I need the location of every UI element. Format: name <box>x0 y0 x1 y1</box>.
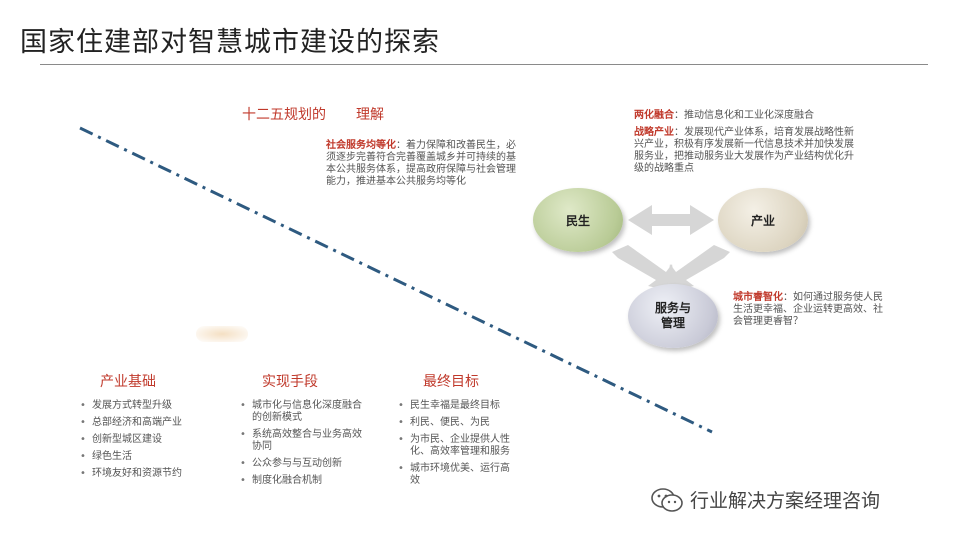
list-item: 民生幸福是最终目标 <box>398 400 516 412</box>
list-item: 城市化与信息化深度融合的创新模式 <box>240 400 370 424</box>
smart-city-head: 城市睿智化 <box>733 292 783 303</box>
wechat-icon <box>651 487 683 512</box>
page-title: 国家住建部对智慧城市建设的探索 <box>20 27 440 58</box>
column-title-industry-base: 产业基础 <box>100 374 156 390</box>
list-item: 系统高效整合与业务高效协同 <box>240 429 370 453</box>
circle-minsheng-label: 民生 <box>565 213 590 228</box>
list-item: 城市环境优美、运行高效 <box>398 463 516 487</box>
strategy-industry-body: ：发展现代产业体系，培育发展战略性新兴产业，积极有序发展新一代信息技术并加快发展… <box>634 127 854 174</box>
smart-city-body: ：如何通过服务使人民生活更幸福、企业运转更高效、社会管理更睿智？ <box>733 292 883 327</box>
social-service-body: ：着力保障和改善民生，必须逐步完善符合完善覆盖城乡并可持续的基本公共服务体系，提… <box>326 140 516 187</box>
list-item: 为市民、企业提供人性化、高效率管理和服务 <box>398 434 516 458</box>
list-item: 绿色生活 <box>80 451 230 463</box>
column-title-means: 实现手段 <box>262 374 318 390</box>
circle-service-management: 服务与 管理 <box>628 284 718 348</box>
social-service-text: 社会服务均等化：着力保障和改善民生，必须逐步完善符合完善覆盖城乡并可持续的基本公… <box>326 140 524 188</box>
strategy-industry-text: 战略产业：发展现代产业体系，培育发展战略性新兴产业，积极有序发展新一代信息技术并… <box>634 127 856 175</box>
watermark-text: 行业解决方案经理咨询 <box>690 490 881 512</box>
plan-title-right: 理解 <box>356 107 384 123</box>
list-item: 创新型城区建设 <box>80 434 230 446</box>
blur-smudge <box>196 326 248 342</box>
circle-chanye: 产业 <box>718 188 808 252</box>
list-item: 发展方式转型升级 <box>80 400 230 412</box>
list-item: 利民、便民、为民 <box>398 417 516 429</box>
plan-title: 十二五规划的 理解 <box>242 104 384 124</box>
list-item: 总部经济和高端产业 <box>80 417 230 429</box>
info-fusion-text: 两化融合：推动信息化和工业化深度融合 <box>634 110 864 122</box>
column-title-goal: 最终目标 <box>423 374 479 390</box>
goal-list: 民生幸福是最终目标 利民、便民、为民 为市民、企业提供人性化、高效率管理和服务 … <box>398 400 516 492</box>
arrow-minsheng-chanye <box>628 205 714 235</box>
strategy-industry-head: 战略产业 <box>634 127 674 138</box>
title-divider <box>40 64 928 65</box>
social-service-head: 社会服务均等化 <box>326 140 396 151</box>
list-item: 环境友好和资源节约 <box>80 468 230 480</box>
list-item: 公众参与与互动创新 <box>240 458 370 470</box>
info-fusion-body: ：推动信息化和工业化深度融合 <box>674 110 814 121</box>
circle-minsheng: 民生 <box>533 188 623 252</box>
smart-city-text: 城市睿智化：如何通过服务使人民生活更幸福、企业运转更高效、社会管理更睿智？ <box>733 292 883 328</box>
means-list: 城市化与信息化深度融合的创新模式 系统高效整合与业务高效协同 公众参与与互动创新… <box>240 400 370 492</box>
watermark: 行业解决方案经理咨询 <box>650 486 880 513</box>
plan-title-left: 十二五规划的 <box>242 107 326 123</box>
arrow-chanye-service <box>666 245 730 292</box>
info-fusion-head: 两化融合 <box>634 110 674 121</box>
arrow-minsheng-service <box>612 245 676 292</box>
circle-service-label-2: 管理 <box>660 316 685 330</box>
list-item: 制度化融合机制 <box>240 475 370 487</box>
industry-base-list: 发展方式转型升级 总部经济和高端产业 创新型城区建设 绿色生活 环境友好和资源节… <box>80 400 230 485</box>
circle-chanye-label: 产业 <box>750 213 775 228</box>
circle-service-label-1: 服务与 <box>654 301 691 315</box>
